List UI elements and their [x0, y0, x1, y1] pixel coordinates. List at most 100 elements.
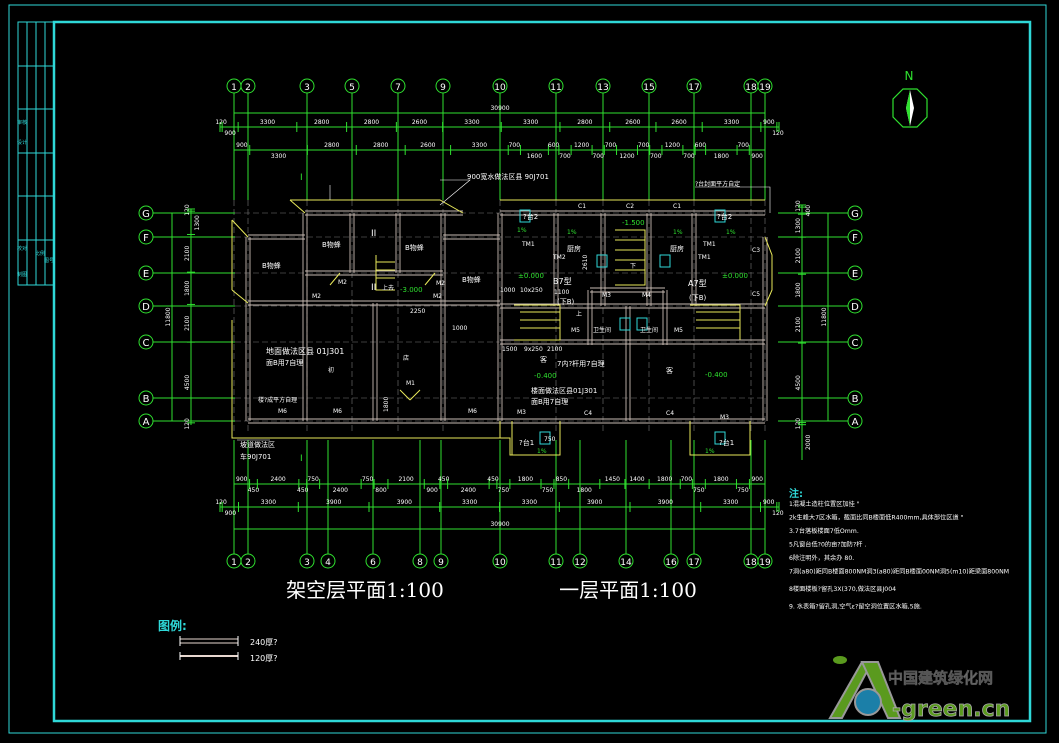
dimension-text: 700 [650, 153, 662, 160]
plan-label: TM1 [697, 254, 711, 261]
axis-bubble [572, 553, 588, 569]
dimension-text: 900 [236, 476, 248, 483]
axis-bubble [847, 205, 863, 221]
dimension-text: 900 [763, 499, 775, 506]
note-item: 1混凝土造柱位置区加挂 " [789, 500, 860, 508]
dimension-text: 3300 [723, 499, 738, 506]
plan-label: 1% [705, 448, 715, 455]
plan-label: 10x250 [520, 287, 543, 294]
plan-outline [231, 219, 249, 304]
plan-label: (下B) [689, 294, 707, 302]
north-arrow-needle-half [906, 90, 910, 126]
plan-label: 店 [403, 354, 409, 362]
plan-label: A7型 [688, 279, 707, 288]
axis-label: 5 [349, 83, 355, 93]
left-plan-title: 架空层平面1:100 [286, 578, 444, 602]
axis-bubble [412, 553, 428, 569]
dimension-text: 450 [487, 476, 499, 483]
dimension-text: 2800 [364, 119, 379, 126]
dimension-text: 120 [184, 418, 191, 430]
plan-label: M3 [720, 414, 729, 421]
axis-bubble [320, 553, 336, 569]
dimension-text: 1800 [795, 282, 802, 297]
dimension-text: 3300 [523, 119, 538, 126]
dimension-text: 120 [215, 499, 227, 506]
plan-label: TM1 [521, 241, 535, 248]
dimension-text: 2600 [625, 119, 640, 126]
plan-label: ?台2 [523, 212, 538, 221]
dimension-text: 30900 [490, 105, 509, 112]
axis-bubble [390, 78, 406, 94]
plan-label: -0.400 [705, 371, 728, 379]
dimension-text: 1400 [629, 476, 644, 483]
axis-label: 16 [665, 558, 677, 568]
north-arrow-octagon [892, 88, 928, 128]
dimension-text: 3900 [587, 499, 602, 506]
dimension-text: 11800 [165, 307, 172, 326]
dimension-lines: 30900 120 900 3300 2800 2800 2600 3300 3300 2800 2… [165, 105, 829, 530]
plan-label: 1000 [500, 287, 515, 294]
plan-label: M4 [642, 292, 651, 299]
plan-label: I [300, 454, 303, 464]
dimension-text: 600 [695, 142, 707, 149]
dimension-text: 700 [638, 142, 650, 149]
dimension-text: 3300 [464, 119, 479, 126]
plan-label: I [300, 173, 303, 183]
axis-bubble [365, 553, 381, 569]
dimension-text: 2100 [795, 317, 802, 332]
plan-label: 客 [540, 355, 547, 364]
axis-bubble [847, 229, 863, 245]
axis-bubble [138, 413, 154, 429]
axis-bubble [433, 553, 449, 569]
dimension-text: 1200 [665, 142, 680, 149]
axis-label: 19 [759, 83, 771, 93]
north-arrow-icon: N [892, 69, 928, 128]
dimension-text: 1800 [518, 476, 533, 483]
axis-bubble [686, 78, 702, 94]
plan-outline [500, 421, 561, 456]
dimension-text: 400 [805, 205, 812, 217]
title-block-cell: 设计 [17, 139, 27, 146]
axis-label: A [143, 417, 150, 428]
plan-label: 1% [517, 227, 527, 234]
notes-heading: 注: [789, 487, 803, 500]
dimension-text: 30900 [490, 521, 509, 528]
watermark-line1: 中国建筑绿化网 [888, 669, 993, 687]
axis-bubble [435, 78, 451, 94]
dimension-text: 2800 [324, 142, 339, 149]
outer-frame [8, 4, 1047, 734]
axis-bubble [847, 413, 863, 429]
plan-label: 900宽水做法区县 90J701 [467, 172, 549, 181]
axis-label: 10 [494, 83, 506, 93]
plan-label: C1 [578, 203, 586, 210]
plan-label: C3 [752, 247, 760, 254]
dimension-text: 2800 [577, 119, 592, 126]
dimension-text: 750 [693, 487, 705, 494]
plan-label: 1% [726, 229, 736, 236]
dimension-text: 900 [236, 142, 248, 149]
dimension-text: 700 [592, 153, 604, 160]
axis-label: 14 [620, 558, 632, 568]
dimension-text: 700 [683, 153, 695, 160]
plan-label: M3 [602, 292, 611, 299]
axis-bubble [240, 553, 256, 569]
axis-bubble [595, 78, 611, 94]
axis-bubble [138, 334, 154, 350]
axis-label: 12 [574, 558, 585, 568]
axis-label: 3 [304, 558, 310, 568]
dimension-text: 800 [375, 487, 387, 494]
plan-label: M2 [433, 293, 442, 300]
notes-block: 注: 1混凝土造柱位置区加挂 "2k生峰大7区水箱，截面比同B楼面低R400mm… [789, 487, 1009, 611]
axis-label: C [143, 338, 150, 349]
plan-label: M2 [436, 280, 445, 287]
axis-label: 9 [440, 83, 446, 93]
dimension-text: 3900 [397, 499, 412, 506]
plan-label: 1800 [383, 397, 390, 412]
plan-label: 1% [537, 448, 547, 455]
axis-label: F [143, 233, 149, 244]
plan-label: 2100 [547, 346, 562, 353]
dimension-text: 120 [772, 130, 784, 137]
plan-label: M5 [674, 327, 683, 334]
